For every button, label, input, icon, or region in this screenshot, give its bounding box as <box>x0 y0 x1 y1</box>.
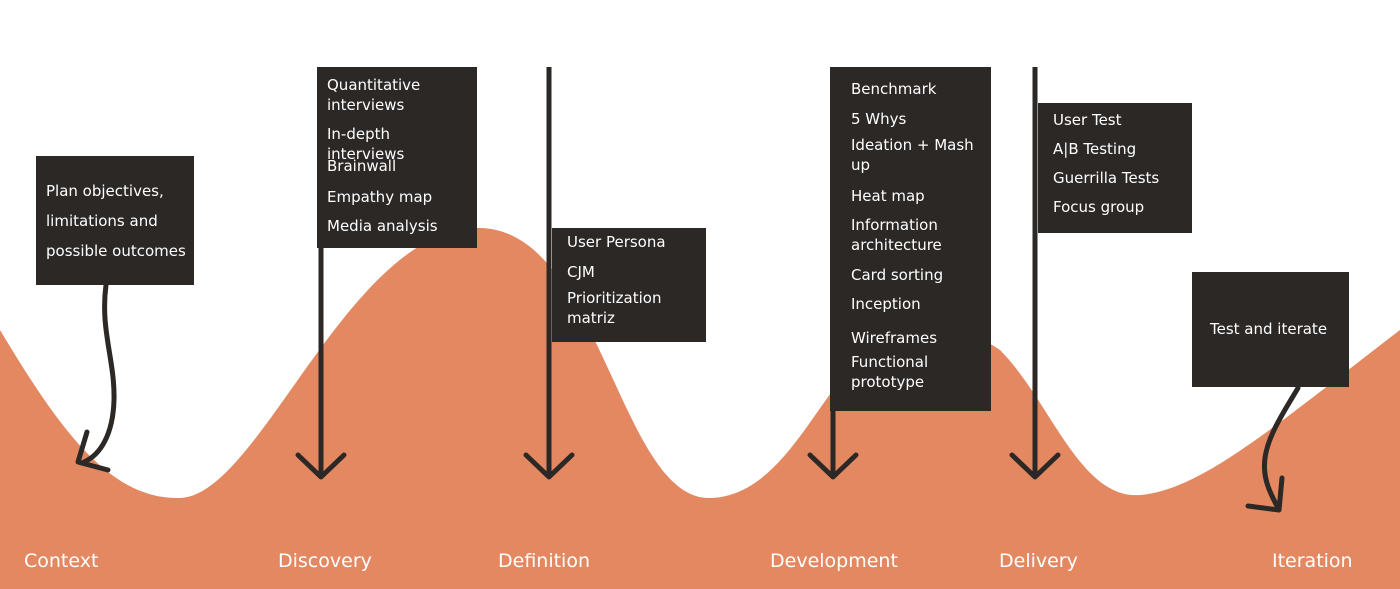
context-arrow <box>81 282 117 465</box>
development-box: Benchmark 5 Whys Ideation + Mash up Heat… <box>830 67 991 411</box>
wave-shape <box>0 227 1400 589</box>
stage-label-development: Development <box>770 550 898 572</box>
stage-label-definition: Definition <box>498 550 591 572</box>
definition-box: User Persona CJM Prioritization matriz <box>552 228 706 342</box>
context-item: possible outcomes <box>46 242 186 260</box>
delivery-item: User Test <box>1053 111 1122 129</box>
development-item: Heat map <box>851 187 925 205</box>
development-item: Ideation + Mash up <box>851 136 974 174</box>
iteration-item: Test and iterate <box>1210 320 1328 338</box>
delivery-item: Guerrilla Tests <box>1053 169 1160 187</box>
definition-item: User Persona <box>567 233 666 251</box>
context-arrowhead <box>75 429 111 473</box>
development-item: Benchmark <box>851 80 937 98</box>
discovery-item: Empathy map <box>327 188 433 206</box>
discovery-arrowhead <box>295 452 347 480</box>
iteration-arrow <box>1261 385 1301 511</box>
development-item: Information architecture <box>851 216 942 254</box>
development-item: Functional prototype <box>851 353 929 391</box>
development-item: Card sorting <box>851 266 944 284</box>
iteration-box: Test and iterate <box>1192 272 1349 387</box>
iteration-arrowhead <box>1245 475 1285 513</box>
definition-item: Prioritization matriz <box>567 289 662 327</box>
stage-label-iteration: Iteration <box>1272 550 1353 572</box>
delivery-arrowhead <box>1009 452 1061 480</box>
development-item: 5 Whys <box>851 110 907 128</box>
stage-label-context: Context <box>24 550 99 572</box>
context-box: Plan objectives, limitations and possibl… <box>36 156 194 285</box>
development-item: Wireframes <box>851 329 938 347</box>
definition-arrowhead <box>523 452 575 480</box>
discovery-item: Brainwall <box>327 157 397 175</box>
definition-item: CJM <box>567 263 595 281</box>
context-item: limitations and <box>46 212 158 230</box>
stage-label-discovery: Discovery <box>278 550 372 572</box>
discovery-box: Quantitative interviews In-depth intervi… <box>317 67 477 248</box>
discovery-item: In-depth interviews <box>327 125 405 163</box>
context-item: Plan objectives, <box>46 182 164 200</box>
discovery-item: Quantitative interviews <box>327 76 421 114</box>
development-item: Inception <box>851 295 921 313</box>
stage-label-delivery: Delivery <box>999 550 1078 572</box>
delivery-item: A|B Testing <box>1053 140 1137 158</box>
delivery-box: User Test A|B Testing Guerrilla Tests Fo… <box>1038 103 1192 233</box>
discovery-item: Media analysis <box>327 217 438 235</box>
delivery-item: Focus group <box>1053 198 1145 216</box>
development-arrowhead <box>807 452 859 480</box>
